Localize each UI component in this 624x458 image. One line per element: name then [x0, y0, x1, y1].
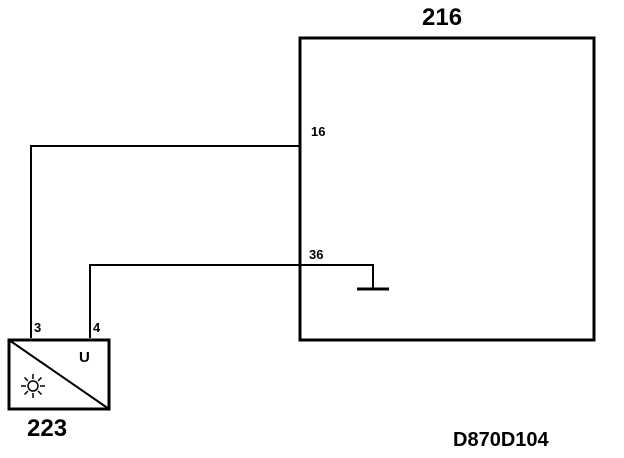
ecu-pin-16-label: 16 [311, 124, 325, 139]
sensor-symbol-label: U [79, 349, 90, 366]
wire-pin16-to-pin3 [30, 145, 300, 338]
ecu-id-label: 216 [422, 4, 462, 31]
ground-lead [300, 264, 374, 289]
sensor-diagonal [8, 339, 110, 410]
sensor-id-label: 223 [27, 415, 67, 442]
sensor-box [7, 338, 111, 411]
sun-icon [21, 374, 45, 398]
ecu-pin-36-label: 36 [309, 247, 323, 262]
drawing-code-label: D870D104 [453, 429, 550, 451]
wire-pin36-to-pin4 [89, 264, 300, 338]
sensor-pin-4-label: 4 [93, 320, 101, 335]
ecu-box [298, 36, 596, 342]
sensor-pin-3-label: 3 [34, 320, 41, 335]
